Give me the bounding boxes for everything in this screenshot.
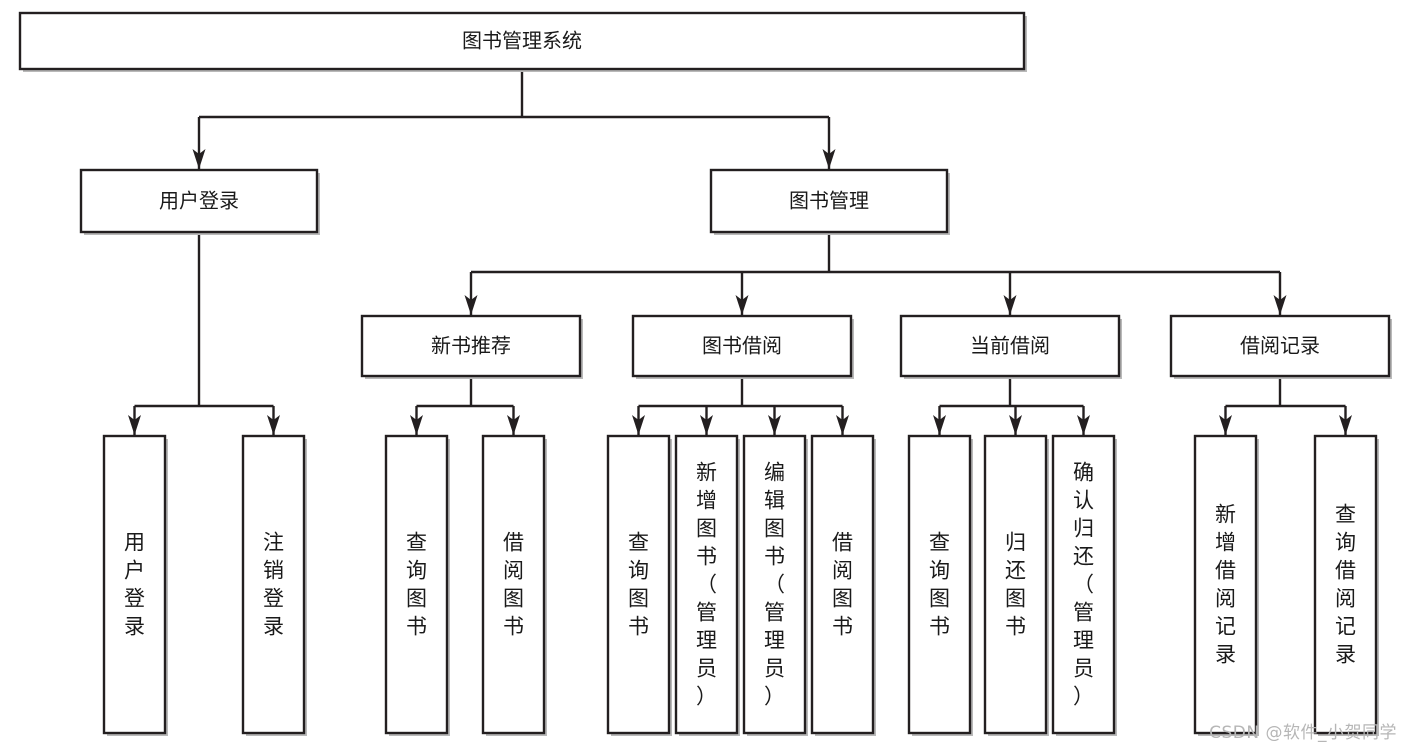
csdn-watermark: CSDN @软件_小贺同学: [1209, 723, 1397, 743]
node-box[interactable]: [1313, 434, 1378, 735]
arrow-head-icon: [1339, 415, 1352, 435]
node-box[interactable]: [810, 434, 875, 735]
arrow-head-icon: [822, 149, 836, 169]
node-label: 归还图书: [1005, 531, 1026, 639]
node-new-book-rec[interactable]: 新书推荐: [360, 314, 583, 379]
node-label: 注销登录: [263, 531, 284, 639]
node-leaf-query-book-3[interactable]: 查询图书: [907, 434, 973, 736]
arrow-head-icon: [768, 415, 781, 435]
node-box[interactable]: [899, 314, 1121, 378]
node-label: 图书管理系统: [462, 29, 582, 53]
node-label: 编辑图书（管理员）: [764, 461, 785, 709]
arrow-head-icon: [192, 149, 206, 169]
edges-layer: [128, 69, 1352, 435]
node-label: 用户登录: [159, 189, 239, 213]
node-box[interactable]: [360, 314, 582, 378]
node-leaf-borrow-book-2[interactable]: 借阅图书: [810, 434, 876, 736]
node-label: 借阅图书: [503, 531, 524, 639]
nodes-layer: 图书管理系统用户登录图书管理新书推荐图书借阅当前借阅借阅记录用户登录注销登录查询…: [18, 11, 1392, 736]
edge-group: [464, 232, 1287, 315]
edge-group: [192, 69, 836, 169]
node-label: 新增借阅记录: [1215, 503, 1236, 667]
edge-group: [632, 376, 849, 435]
node-box[interactable]: [606, 434, 671, 735]
node-leaf-confirm-return[interactable]: 确认归还（管理员）: [1051, 434, 1117, 736]
node-root[interactable]: 图书管理系统: [18, 11, 1027, 72]
node-label: 当前借阅: [970, 334, 1050, 358]
arrow-head-icon: [1273, 295, 1287, 315]
node-box[interactable]: [1193, 434, 1258, 735]
node-box[interactable]: [1169, 314, 1391, 378]
node-user-login[interactable]: 用户登录: [79, 168, 320, 235]
node-book-borrow[interactable]: 图书借阅: [631, 314, 854, 379]
node-box[interactable]: [18, 11, 1026, 71]
node-box[interactable]: [481, 434, 546, 735]
node-leaf-add-book[interactable]: 新增图书（管理员）: [674, 434, 740, 736]
node-box[interactable]: [1051, 434, 1116, 735]
node-leaf-query-book-1[interactable]: 查询图书: [384, 434, 450, 736]
node-box[interactable]: [907, 434, 972, 735]
node-label: 用户登录: [124, 531, 145, 639]
node-leaf-return-book[interactable]: 归还图书: [983, 434, 1049, 736]
arrow-head-icon: [464, 295, 478, 315]
node-box[interactable]: [79, 168, 319, 234]
arrow-head-icon: [507, 415, 520, 435]
node-label: 查询借阅记录: [1335, 503, 1356, 667]
node-box[interactable]: [384, 434, 449, 735]
node-box[interactable]: [102, 434, 167, 735]
node-book-manage[interactable]: 图书管理: [709, 168, 950, 235]
node-leaf-add-record[interactable]: 新增借阅记录: [1193, 434, 1259, 736]
node-leaf-user-login[interactable]: 用户登录: [102, 434, 168, 736]
node-label: 查询图书: [628, 531, 649, 639]
arrow-head-icon: [1009, 415, 1022, 435]
arrow-head-icon: [700, 415, 713, 435]
arrow-head-icon: [933, 415, 946, 435]
node-box[interactable]: [742, 434, 807, 735]
node-current-borrow[interactable]: 当前借阅: [899, 314, 1122, 379]
node-label: 查询图书: [929, 531, 950, 639]
node-box[interactable]: [241, 434, 306, 735]
node-leaf-edit-book[interactable]: 编辑图书（管理员）: [742, 434, 808, 736]
node-box[interactable]: [674, 434, 739, 735]
node-label: 查询图书: [406, 531, 427, 639]
edge-group: [410, 376, 520, 435]
node-label: 图书管理: [789, 189, 869, 213]
edge-group: [128, 232, 280, 435]
node-label: 图书借阅: [702, 334, 782, 358]
node-label: 借阅记录: [1240, 334, 1320, 358]
arrow-head-icon: [1077, 415, 1090, 435]
arrow-head-icon: [632, 415, 645, 435]
node-label: 确认归还（管理员）: [1073, 461, 1094, 709]
arrow-head-icon: [267, 415, 280, 435]
arrow-head-icon: [735, 295, 749, 315]
node-box[interactable]: [709, 168, 949, 234]
node-label: 新书推荐: [431, 334, 511, 358]
arrow-head-icon: [1003, 295, 1017, 315]
node-leaf-query-book-2[interactable]: 查询图书: [606, 434, 672, 736]
arrow-head-icon: [836, 415, 849, 435]
node-borrow-record[interactable]: 借阅记录: [1169, 314, 1392, 379]
node-label: 借阅图书: [832, 531, 853, 639]
node-box[interactable]: [983, 434, 1048, 735]
node-label: 新增图书（管理员）: [696, 461, 717, 709]
edge-group: [933, 376, 1090, 435]
node-leaf-borrow-book-1[interactable]: 借阅图书: [481, 434, 547, 736]
arrow-head-icon: [1219, 415, 1232, 435]
node-leaf-logout[interactable]: 注销登录: [241, 434, 307, 736]
arrow-head-icon: [128, 415, 141, 435]
arrow-head-icon: [410, 415, 423, 435]
node-box[interactable]: [631, 314, 853, 378]
node-leaf-query-record[interactable]: 查询借阅记录: [1313, 434, 1379, 736]
edge-group: [1219, 376, 1352, 435]
